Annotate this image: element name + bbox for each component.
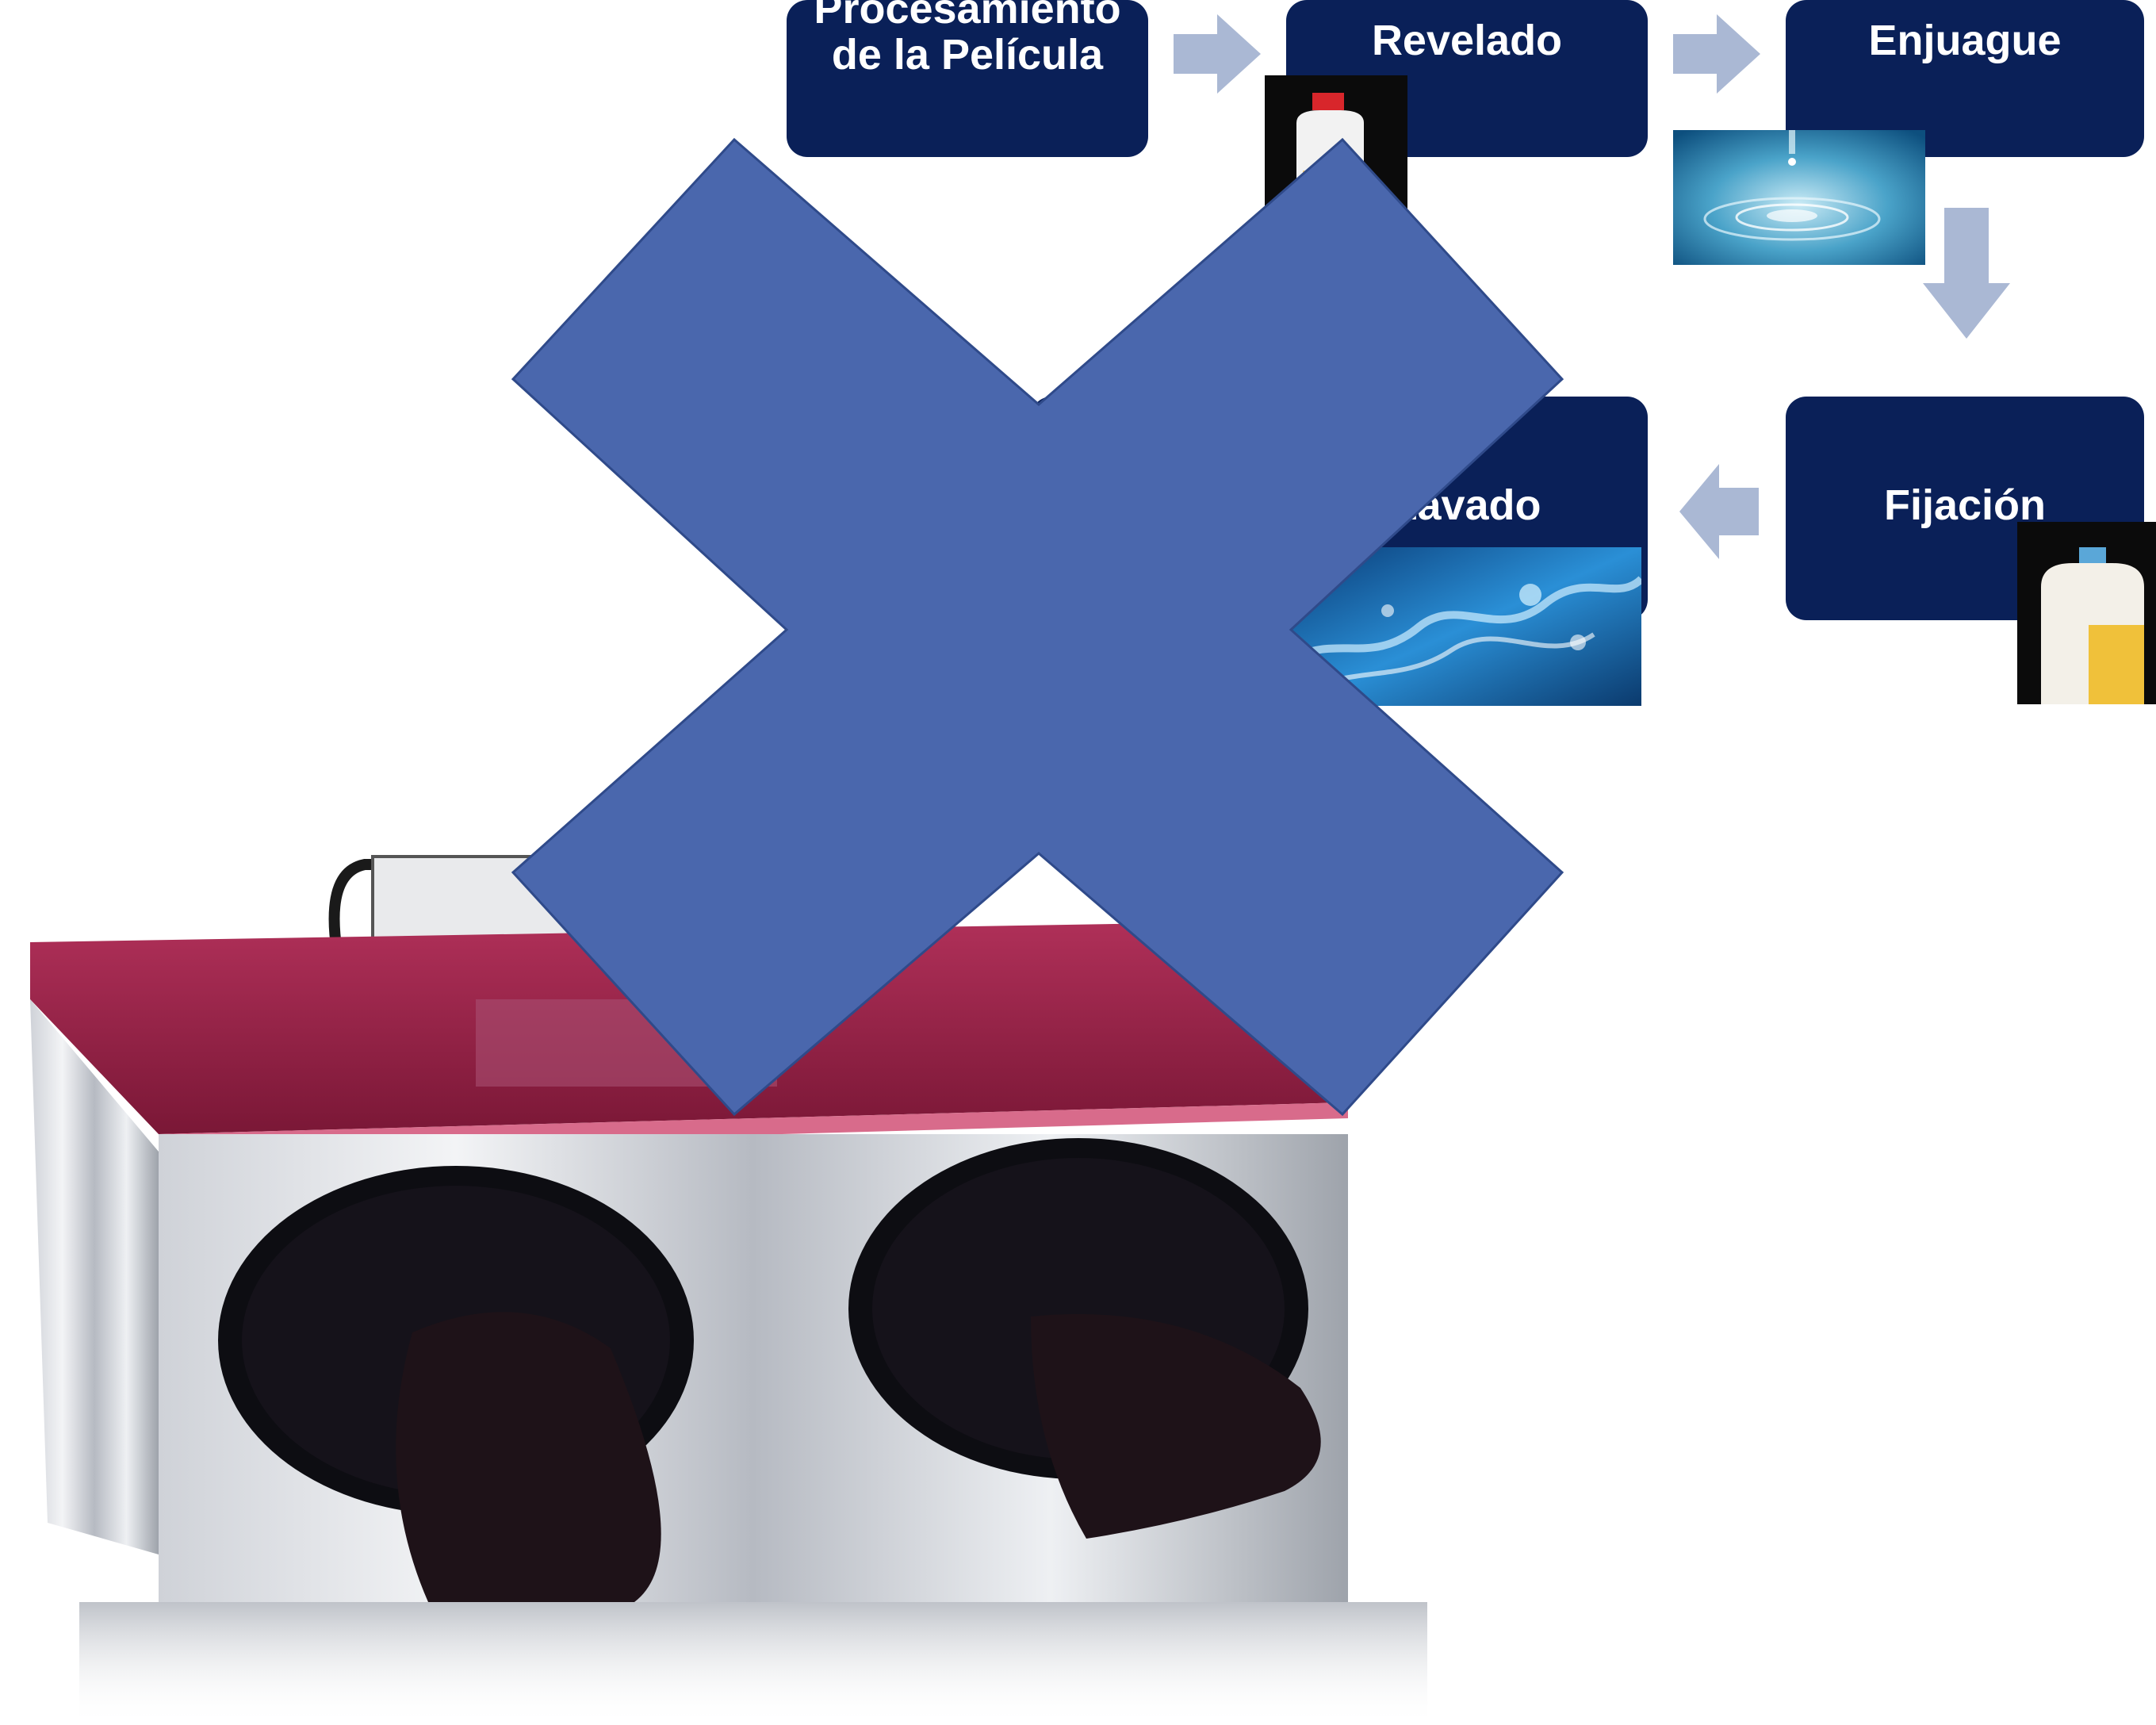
cross-mark-icon bbox=[0, 0, 2156, 1725]
slide-canvas: Procesamiento de la Película Revelado En… bbox=[0, 0, 2156, 1725]
